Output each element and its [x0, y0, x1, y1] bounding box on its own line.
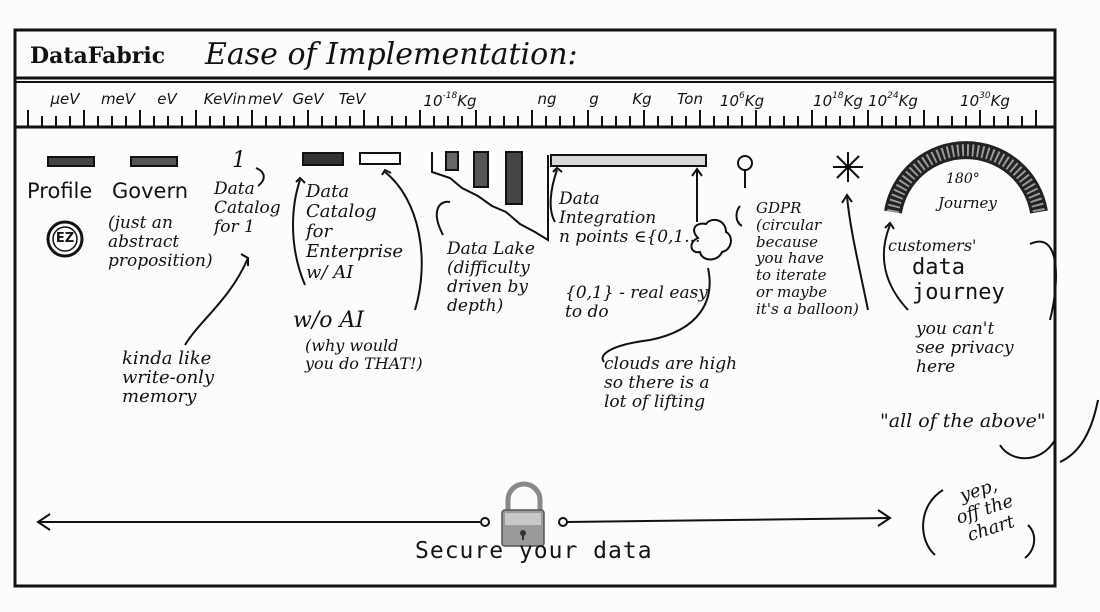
scale-tick-label: ng: [537, 90, 557, 108]
govern-label: Govern: [112, 179, 189, 203]
frame-border: [13, 28, 1057, 588]
catalog-for-one-number: 1: [232, 148, 246, 173]
catalog-why-note: (why would you do THAT!): [305, 336, 423, 373]
govern-bar: [130, 156, 178, 167]
catalog-without-ai-label: w/o AI: [293, 308, 365, 333]
integration-label: Data Integration n points ∈{0,1...: [559, 189, 701, 248]
clouds-note: clouds are high so there is a lot of lif…: [604, 354, 738, 413]
scale-tick-label: 1024Kg: [868, 91, 918, 110]
catalog-for-one-label: Data Catalog for 1: [214, 179, 281, 238]
scale-tick-label: meV: [247, 90, 283, 108]
lock-icon: [501, 481, 545, 547]
gdpr-label: GDPR (circular because you have to itera…: [756, 199, 859, 318]
catalog-noai-bar: [359, 152, 401, 165]
customers-label: customers': [888, 236, 977, 255]
all-of-the-above-note: "all of the above": [880, 410, 1046, 432]
scale-tick-label: 1030Kg: [960, 91, 1010, 110]
scale-tick-label: KeVin: [203, 90, 247, 108]
integration-easy-note: {0,1} - real easy to do: [565, 283, 708, 323]
scale-tick-label: g: [589, 90, 599, 108]
scale-tick-label: GeV: [292, 90, 324, 108]
sparkle-icon: [833, 152, 863, 182]
scale-tick-label: eV: [157, 90, 177, 108]
profile-bar: [47, 156, 95, 167]
profile-label: Profile: [27, 179, 93, 203]
scale-tick-label: μeV: [50, 90, 80, 108]
ruler-ticks: [27, 110, 1037, 127]
govern-note: (just an abstract proposition): [108, 213, 213, 272]
scale-tick-label: Ton: [677, 90, 703, 108]
ez-badge: [46, 220, 84, 258]
scale-tick-label: meV: [100, 90, 136, 108]
integration-bar: [550, 154, 707, 167]
write-only-note: kinda like write-only memory: [122, 348, 215, 407]
data-lake-bar-1: [445, 151, 459, 171]
page-title: Ease of Implementation:: [205, 37, 578, 72]
ez-label: EZ: [55, 231, 75, 246]
title-box: [13, 28, 1057, 80]
scale-tick-label: 1018Kg: [813, 91, 863, 110]
data-lake-bar-3: [505, 151, 523, 205]
journey-label: Journey: [938, 194, 997, 212]
catalog-enterprise-bar: [302, 152, 344, 166]
gdpr-balloon: [737, 155, 753, 171]
brand-title: DataFabric: [30, 43, 166, 69]
scale-tick-label: 106Kg: [719, 91, 765, 110]
scale-tick-label: Kg: [632, 90, 652, 108]
scale-tick-label: 10-18Kg: [423, 91, 477, 110]
privacy-note: you can't see privacy here: [916, 319, 1014, 378]
annotation-arrows: [184, 166, 1099, 559]
data-lake-bar-2: [473, 151, 489, 188]
secure-data-axis: [36, 509, 892, 531]
data-lake-staircase: [431, 152, 549, 242]
data-lake-label: Data Lake (difficulty driven by depth): [447, 239, 535, 317]
journey-degrees: 180°: [946, 171, 980, 187]
catalog-enterprise-label: Data Catalog for Enterprise w/ AI: [306, 181, 403, 283]
data-journey-label: data journey: [912, 255, 1005, 305]
secure-data-label: Secure your data: [415, 538, 653, 564]
scale-tick-label: TeV: [338, 90, 366, 108]
